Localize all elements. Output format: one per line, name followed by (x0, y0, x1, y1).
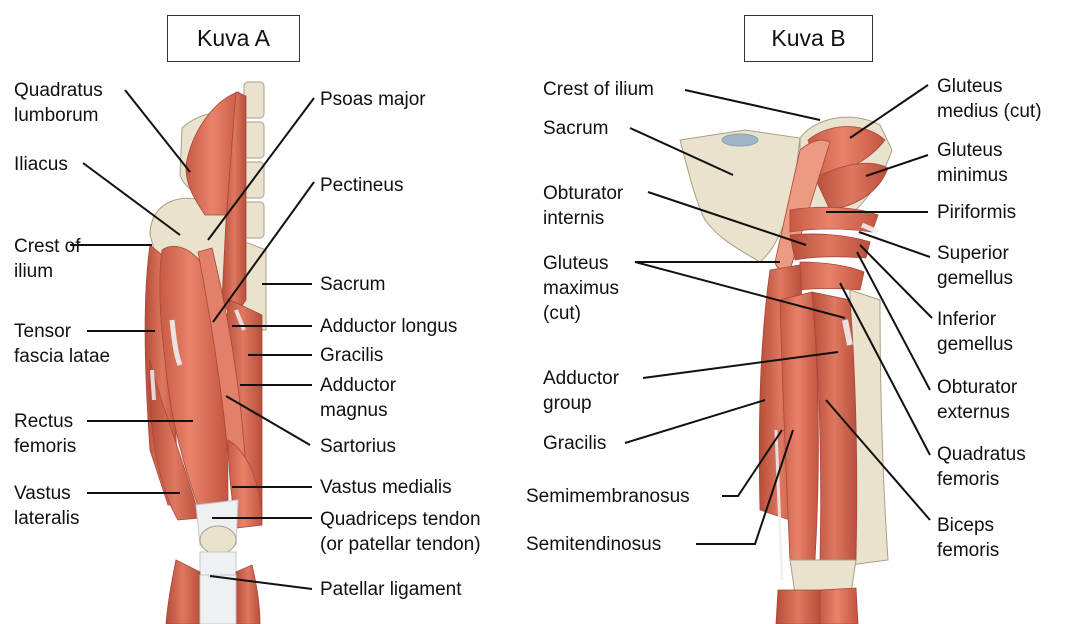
label-quadriceps-tendon: Quadriceps tendon (or patellar tendon) (320, 507, 481, 557)
label-pectineus: Pectineus (320, 173, 403, 198)
label-patellar-ligament: Patellar ligament (320, 577, 462, 602)
semimembranosus-muscle (780, 292, 818, 560)
label-adductor-group: Adductor group (543, 366, 619, 416)
label-rectus-femoris: Rectus femoris (14, 409, 76, 459)
calf-muscles-lateral (820, 588, 858, 624)
label-adductor-longus: Adductor longus (320, 314, 457, 339)
label-vastus-medialis: Vastus medialis (320, 475, 452, 500)
label-inferior-gemellus: Inferior gemellus (937, 307, 1013, 357)
label-biceps-femoris: Biceps femoris (937, 513, 999, 563)
lumbar-spine (244, 82, 264, 238)
label-quadratus-femoris: Quadratus femoris (937, 442, 1026, 492)
anterior-thigh-illustration (145, 82, 266, 624)
leader-gracilis-b (625, 400, 765, 443)
label-gluteus-medius: Gluteus medius (cut) (937, 74, 1042, 124)
label-vastus-lateralis: Vastus lateralis (14, 481, 79, 531)
label-iliacus: Iliacus (14, 152, 68, 177)
leader-gluteus-medius (850, 85, 928, 138)
lower-leg-muscles-medial (236, 565, 260, 624)
label-piriformis: Piriformis (937, 200, 1016, 225)
label-crest-of-ilium-b: Crest of ilium (543, 77, 654, 102)
patella-bone (200, 526, 236, 554)
label-gracilis-b: Gracilis (543, 431, 606, 456)
label-gluteus-minimus: Gluteus minimus (937, 138, 1008, 188)
gemellus-muscles (790, 234, 870, 260)
label-sacrum: Sacrum (320, 272, 385, 297)
posterior-thigh-illustration (680, 117, 892, 624)
label-tensor-fascia-latae: Tensor fascia latae (14, 319, 110, 369)
label-semitendinosus: Semitendinosus (526, 532, 661, 557)
label-gluteus-maximus: Gluteus maximus (cut) (543, 251, 619, 326)
label-superior-gemellus: Superior gemellus (937, 241, 1013, 291)
label-adductor-magnus: Adductor magnus (320, 373, 396, 423)
lower-leg-muscles (166, 560, 200, 624)
leader-crest-of-ilium-b (685, 90, 820, 120)
leader-quadratus-lumborum (125, 90, 190, 172)
tibia-bone (200, 575, 236, 624)
calf-muscles (776, 590, 820, 624)
label-obturator-internis: Obturator internis (543, 181, 623, 231)
label-sartorius: Sartorius (320, 434, 396, 459)
label-obturator-externus: Obturator externus (937, 375, 1017, 425)
label-psoas-major: Psoas major (320, 87, 426, 112)
quadratus-femoris-muscle (800, 262, 864, 290)
label-sacrum-b: Sacrum (543, 116, 608, 141)
label-quadratus-lumborum: Quadratus lumborum (14, 78, 103, 128)
leader-iliacus (83, 163, 180, 235)
panel-b-title: Kuva B (744, 15, 873, 62)
label-semimembranosus: Semimembranosus (526, 484, 690, 509)
sacrum-top (722, 134, 758, 146)
label-gracilis: Gracilis (320, 343, 383, 368)
panel-a-title: Kuva A (167, 15, 300, 62)
label-crest-of-ilium: Crest of ilium (14, 234, 81, 284)
tendon-streak-a2 (152, 370, 154, 400)
